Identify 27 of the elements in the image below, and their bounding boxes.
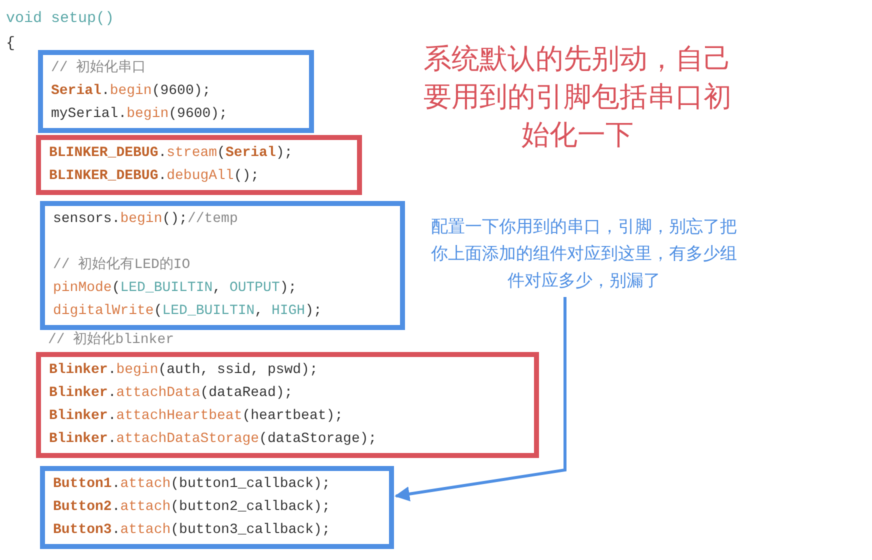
- code-comment: // 初始化串口: [51, 58, 148, 78]
- code-line: Button2.attach(button2_callback);: [53, 498, 332, 517]
- code-line: mySerial.begin(9600);: [51, 105, 228, 124]
- code-comment: // 初始化有LED的IO: [53, 255, 192, 275]
- code-line: pinMode(LED_BUILTIN, OUTPUT);: [53, 279, 298, 298]
- code-line: Button3.attach(button3_callback);: [53, 521, 332, 540]
- code-line: BLINKER_DEBUG.stream(Serial);: [49, 144, 294, 163]
- code-line: Blinker.attachData(dataRead);: [49, 384, 294, 403]
- code-comment: // 初始化blinker: [48, 330, 174, 348]
- highlight-frame: [40, 201, 405, 330]
- code-line: Serial.begin(9600);: [51, 82, 212, 101]
- highlight-frame: [36, 135, 362, 195]
- highlight-frame: [40, 466, 394, 549]
- code-line: {: [6, 35, 16, 52]
- code-line: BLINKER_DEBUG.debugAll();: [49, 167, 260, 186]
- code-line: sensors.begin();//temp: [53, 210, 239, 229]
- code-line: digitalWrite(LED_BUILTIN, HIGH);: [53, 302, 323, 321]
- code-line: void setup(): [6, 10, 114, 27]
- code-line: Blinker.attachHeartbeat(heartbeat);: [49, 407, 344, 426]
- annotation-note: 配置一下你用到的串口，引脚，别忘了把你上面添加的组件对应到这里，有多少组件对应多少，别漏了: [428, 214, 740, 295]
- highlight-frame: [38, 50, 314, 133]
- code-line: Blinker.begin(auth, ssid, pswd);: [49, 361, 319, 380]
- highlight-frame: [36, 352, 539, 458]
- annotation-note: 系统默认的先别动，自己要用到的引脚包括串口初始化一下: [422, 41, 732, 153]
- arrow: [394, 297, 566, 502]
- code-line: Blinker.attachDataStorage(dataStorage);: [49, 430, 378, 449]
- code-line: Button1.attach(button1_callback);: [53, 475, 332, 494]
